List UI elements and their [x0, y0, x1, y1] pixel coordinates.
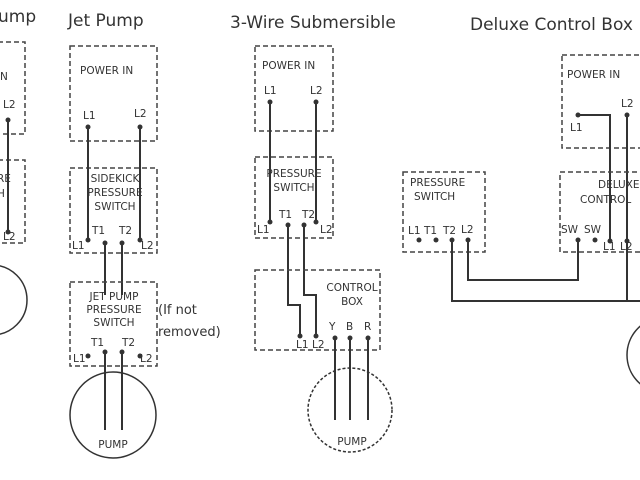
- label: L1: [570, 122, 583, 134]
- note: removed): [158, 325, 221, 340]
- label: R: [364, 321, 371, 333]
- pump-circle: [69, 371, 157, 459]
- label: PRESSURE: [410, 177, 465, 189]
- label: SIDEKICK: [91, 173, 141, 185]
- label: L2: [3, 99, 16, 111]
- label: L1: [72, 240, 85, 252]
- power-in-box: [69, 45, 158, 142]
- label: L1: [264, 85, 277, 97]
- label: JET PUMP: [89, 291, 139, 303]
- label: CONTROL: [580, 194, 631, 206]
- label: H: [0, 188, 5, 200]
- sidekick-pressure-switch-box: [69, 167, 158, 254]
- label: L2: [310, 85, 323, 97]
- label: SW: [584, 224, 602, 236]
- three-wire-submersible-diagram: 3-Wire Submersible POWER IN L1 L2 PRESSU…: [230, 13, 396, 453]
- label: L1: [603, 241, 616, 253]
- label: L2: [140, 353, 153, 365]
- pump-circle: [626, 325, 640, 385]
- label: SWITCH: [93, 317, 134, 329]
- label: T2: [442, 225, 456, 237]
- label: Y: [328, 321, 336, 333]
- note: (If not: [158, 303, 197, 318]
- label: N: [0, 71, 8, 83]
- label: T1: [90, 337, 104, 349]
- partial-left-diagram: ump N L2 RE H L2: [0, 7, 36, 335]
- pump-label: PUMP: [337, 436, 366, 448]
- pump-circle: [0, 265, 28, 335]
- label: T2: [118, 225, 132, 237]
- label: PRESSURE: [87, 187, 142, 199]
- title-deluxe: Deluxe Control Box: [470, 15, 633, 35]
- label: L1: [73, 353, 86, 365]
- label: L2: [141, 240, 154, 252]
- title-jet-pump: Jet Pump: [67, 11, 144, 31]
- power-in-box: [0, 41, 26, 135]
- label: L2: [461, 224, 474, 236]
- label: L1: [257, 224, 270, 236]
- title-3-wire: 3-Wire Submersible: [230, 13, 396, 33]
- label: SW: [561, 224, 579, 236]
- jet-pump-diagram: Jet Pump POWER IN L1 L2 SIDEKICK PRESSUR…: [67, 11, 221, 459]
- label: L1: [296, 339, 309, 351]
- label: L2: [312, 339, 325, 351]
- label: L1: [408, 225, 421, 237]
- jet-pump-pressure-switch-box: [69, 281, 158, 367]
- label: PRESSURE: [266, 168, 321, 180]
- label: PRESSURE: [86, 304, 141, 316]
- power-in-box: [254, 45, 334, 132]
- label: RE: [0, 173, 11, 185]
- label: T1: [91, 225, 105, 237]
- label: POWER IN: [262, 60, 315, 72]
- label: SWITCH: [273, 182, 314, 194]
- label: SWITCH: [414, 191, 455, 203]
- label: T1: [423, 225, 437, 237]
- label: POWER IN: [567, 69, 620, 81]
- label: SWITCH: [94, 201, 135, 213]
- label: T2: [121, 337, 135, 349]
- label: L2: [621, 98, 634, 110]
- pressure-switch-box: [402, 171, 486, 253]
- pump-label: PUMP: [98, 439, 127, 451]
- deluxe-control-box-diagram: Deluxe Control Box POWER IN L1 L2 DELUXE…: [402, 15, 640, 385]
- label: CONTROL: [326, 282, 377, 294]
- deluxe-control-box: [559, 171, 640, 253]
- label: L2: [3, 231, 16, 243]
- pump-circle: [307, 367, 393, 453]
- label: T2: [301, 209, 315, 221]
- label: L1: [83, 110, 96, 122]
- label: BOX: [341, 296, 363, 308]
- label: T1: [278, 209, 292, 221]
- title-partial: ump: [0, 7, 36, 27]
- label: POWER IN: [80, 65, 133, 77]
- label: L2: [134, 108, 147, 120]
- control-box: [254, 269, 381, 351]
- power-in-box: [561, 54, 640, 149]
- label: L2: [320, 224, 333, 236]
- label: DELUXE: [598, 179, 640, 191]
- label: B: [346, 321, 353, 333]
